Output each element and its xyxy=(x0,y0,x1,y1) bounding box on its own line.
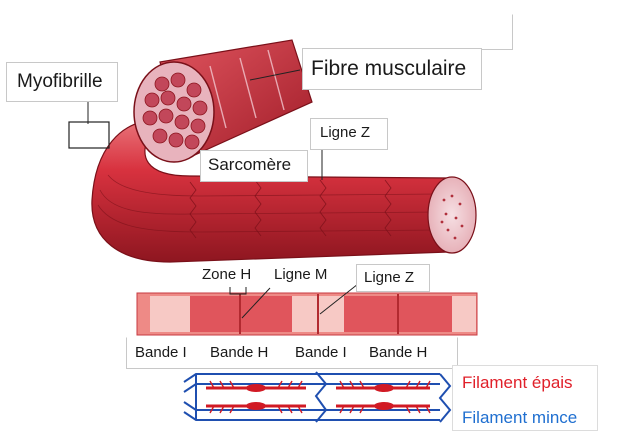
filament-diagram xyxy=(184,372,450,422)
label-bande-i-2: Bande I xyxy=(295,345,347,360)
label-ligne-z-top: Ligne Z xyxy=(320,125,370,140)
myofibril-callout-box xyxy=(69,122,109,148)
label-bande-h-2: Bande H xyxy=(369,345,427,360)
label-myofibrille: Myofibrille xyxy=(17,72,103,91)
muscle-fiber-bundle xyxy=(134,40,312,162)
sarcomere-band-strip xyxy=(137,286,477,335)
label-ligne-m: Ligne M xyxy=(274,267,327,282)
label-fibre-musculaire: Fibre musculaire xyxy=(311,58,466,79)
label-bande-h-1: Bande H xyxy=(210,345,268,360)
label-ligne-z-bottom: Ligne Z xyxy=(364,270,414,285)
legend-thick-filament: Filament épais xyxy=(462,374,573,391)
label-zone-h: Zone H xyxy=(202,267,251,282)
blank-box xyxy=(359,14,513,50)
legend-thin-filament: Filament mince xyxy=(462,409,577,426)
label-bande-i-1: Bande I xyxy=(135,345,187,360)
label-sarcomere: Sarcomère xyxy=(208,156,291,173)
